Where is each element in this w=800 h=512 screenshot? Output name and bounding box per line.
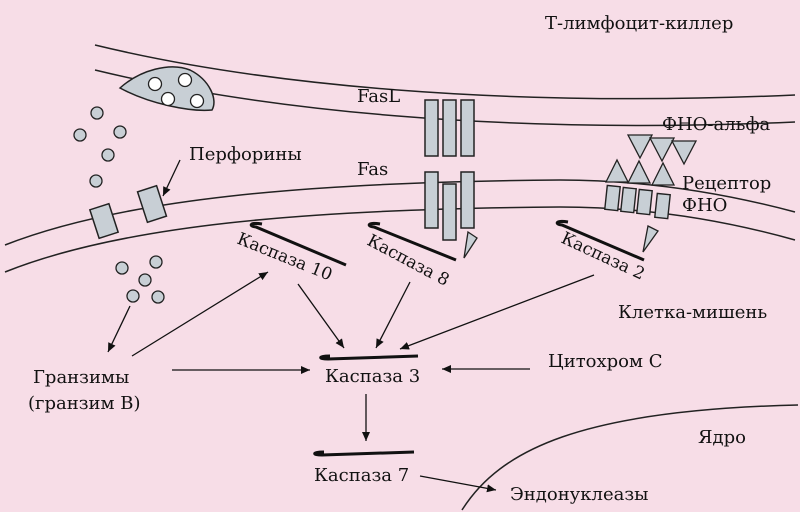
label-tnf-receptor-2: ФНО xyxy=(682,195,727,216)
fasl-block xyxy=(460,99,475,157)
tnf-alpha-triangle xyxy=(604,158,630,183)
caspase-8-bar xyxy=(367,221,457,262)
fas-death-domain xyxy=(463,230,478,259)
granzyme-granule xyxy=(101,148,115,162)
perforin-pore xyxy=(136,184,168,224)
vesicle-granule xyxy=(189,93,205,109)
label-caspase-3: Каспаза 3 xyxy=(325,366,420,387)
granzyme-granule xyxy=(115,261,129,275)
label-tnf-receptor-1: Рецептор xyxy=(682,173,771,194)
granzyme-granule xyxy=(151,290,165,304)
granzyme-granule xyxy=(89,174,103,188)
tnf-alpha-triangle xyxy=(650,161,676,186)
arrow-caspase2-to-caspase3 xyxy=(399,274,595,350)
label-endonucleases: Эндонуклеазы xyxy=(510,484,649,505)
label-nucleus: Ядро xyxy=(698,427,746,448)
fas-block xyxy=(424,171,439,229)
granzyme-granule xyxy=(138,273,152,287)
label-fasl: FasL xyxy=(357,86,400,107)
tnf-alpha-triangle xyxy=(626,159,652,184)
granzyme-granule xyxy=(126,289,140,303)
tnf-alpha-triangle xyxy=(670,140,698,166)
tnf-receptor-block xyxy=(604,184,621,212)
vesicle-granule xyxy=(160,91,176,107)
tnf-alpha-triangle xyxy=(626,134,654,160)
label-perforins: Перфорины xyxy=(189,144,302,165)
fasl-block xyxy=(424,99,439,157)
caspase-2-bar xyxy=(555,219,645,262)
vesicle-granule xyxy=(147,76,163,92)
granzyme-granule xyxy=(73,128,87,142)
label-t-killer: Т-лимфоцит-киллер xyxy=(545,13,733,34)
tnf-receptor-block xyxy=(636,188,653,216)
label-caspase-7: Каспаза 7 xyxy=(314,465,409,486)
arrow-granzymes-to-caspase10 xyxy=(131,271,269,357)
tnf-alpha-triangle xyxy=(648,137,676,163)
label-target-cell: Клетка-мишень xyxy=(618,302,767,323)
t-killer-membrane-outer xyxy=(94,44,796,100)
tnf-receptor-block xyxy=(620,186,637,214)
label-fas: Fas xyxy=(357,159,388,180)
tnf-death-domain xyxy=(642,225,659,253)
label-tnf-alpha: ФНО-альфа xyxy=(662,114,771,135)
caspase-7-bar xyxy=(313,450,415,457)
target-membrane-outer xyxy=(4,179,796,246)
arrow-granules-to-granzymes xyxy=(107,305,131,353)
fasl-block xyxy=(442,99,457,157)
caspase-10-bar xyxy=(249,221,347,267)
arrow-perforins xyxy=(162,159,181,197)
label-granzymes-2: (гранзим В) xyxy=(28,393,141,414)
granzyme-granule xyxy=(90,106,104,120)
arrow-caspase7-to-endonucleases xyxy=(419,475,497,493)
label-cytochrome-c: Цитохром С xyxy=(548,351,663,372)
arrow-caspase8-to-caspase3 xyxy=(375,281,411,349)
granzyme-granule xyxy=(113,125,127,139)
caspase-3-bar xyxy=(319,354,419,361)
arrow-caspase10-to-caspase3 xyxy=(297,283,345,349)
fas-block xyxy=(460,171,475,229)
label-granzymes-1: Гранзимы xyxy=(33,367,129,388)
vesicle-granule xyxy=(177,72,193,88)
perforin-pore xyxy=(88,202,120,240)
fas-block xyxy=(442,183,457,241)
tnf-receptor-block xyxy=(654,192,671,220)
granzyme-granule xyxy=(149,255,163,269)
